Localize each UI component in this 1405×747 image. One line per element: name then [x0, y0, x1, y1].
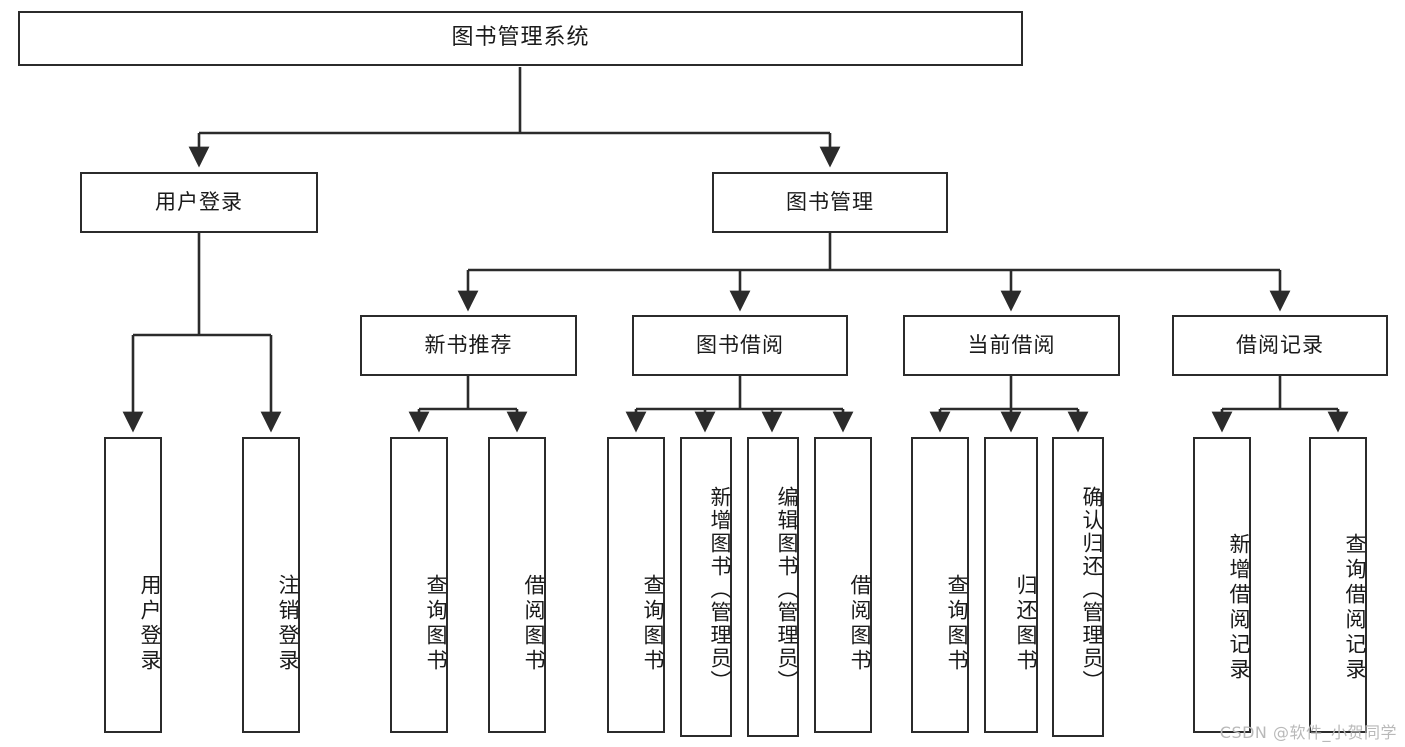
node-root-system[interactable]: 图书管理系统 — [18, 11, 1023, 66]
node-label: 注销登录 — [276, 574, 300, 674]
node-borrow-record[interactable]: 借阅记录 — [1172, 315, 1388, 376]
leaf-add-borrow-record[interactable]: 新增借阅记录 — [1193, 437, 1251, 733]
leaf-confirm-return-admin[interactable]: 确认归还（管理员） — [1052, 437, 1104, 737]
node-label: 图书管理 — [786, 189, 874, 214]
node-label: 编辑图书（管理员） — [775, 485, 799, 693]
leaf-add-book-admin[interactable]: 新增图书（管理员） — [680, 437, 732, 737]
node-label: 新增图书（管理员） — [708, 485, 732, 693]
leaf-query-book-recommend[interactable]: 查询图书 — [390, 437, 448, 733]
leaf-query-book-borrow[interactable]: 查询图书 — [607, 437, 665, 733]
node-label: 查询图书 — [424, 574, 448, 674]
node-label: 借阅图书 — [848, 574, 872, 674]
leaf-edit-book-admin[interactable]: 编辑图书（管理员） — [747, 437, 799, 737]
node-label: 用户登录 — [138, 574, 162, 674]
node-label: 归还图书 — [1014, 574, 1038, 674]
node-label: 查询图书 — [945, 574, 969, 674]
node-current-borrow[interactable]: 当前借阅 — [903, 315, 1120, 376]
node-label: 新书推荐 — [424, 332, 513, 357]
node-book-management[interactable]: 图书管理 — [712, 172, 948, 233]
node-label: 查询借阅记录 — [1343, 533, 1367, 683]
leaf-return-book[interactable]: 归还图书 — [984, 437, 1038, 733]
leaf-query-book-current[interactable]: 查询图书 — [911, 437, 969, 733]
leaf-borrow-book[interactable]: 借阅图书 — [814, 437, 872, 733]
csdn-watermark: CSDN @软件_小贺同学 — [1219, 723, 1397, 742]
node-label: 当前借阅 — [967, 332, 1056, 357]
leaf-borrow-book-recommend[interactable]: 借阅图书 — [488, 437, 546, 733]
leaf-logout[interactable]: 注销登录 — [242, 437, 300, 733]
node-label: 借阅记录 — [1236, 332, 1324, 357]
node-book-borrow[interactable]: 图书借阅 — [632, 315, 848, 376]
node-label: 图书管理系统 — [451, 25, 590, 51]
node-new-book-recommend[interactable]: 新书推荐 — [360, 315, 577, 376]
node-user-login[interactable]: 用户登录 — [80, 172, 318, 233]
leaf-user-login[interactable]: 用户登录 — [104, 437, 162, 733]
node-label: 查询图书 — [641, 574, 665, 674]
node-label: 确认归还（管理员） — [1080, 485, 1104, 693]
node-label: 用户登录 — [155, 189, 243, 214]
node-label: 图书借阅 — [696, 332, 784, 357]
leaf-query-borrow-record[interactable]: 查询借阅记录 — [1309, 437, 1367, 733]
node-label: 借阅图书 — [522, 574, 546, 674]
node-label: 新增借阅记录 — [1227, 533, 1251, 683]
